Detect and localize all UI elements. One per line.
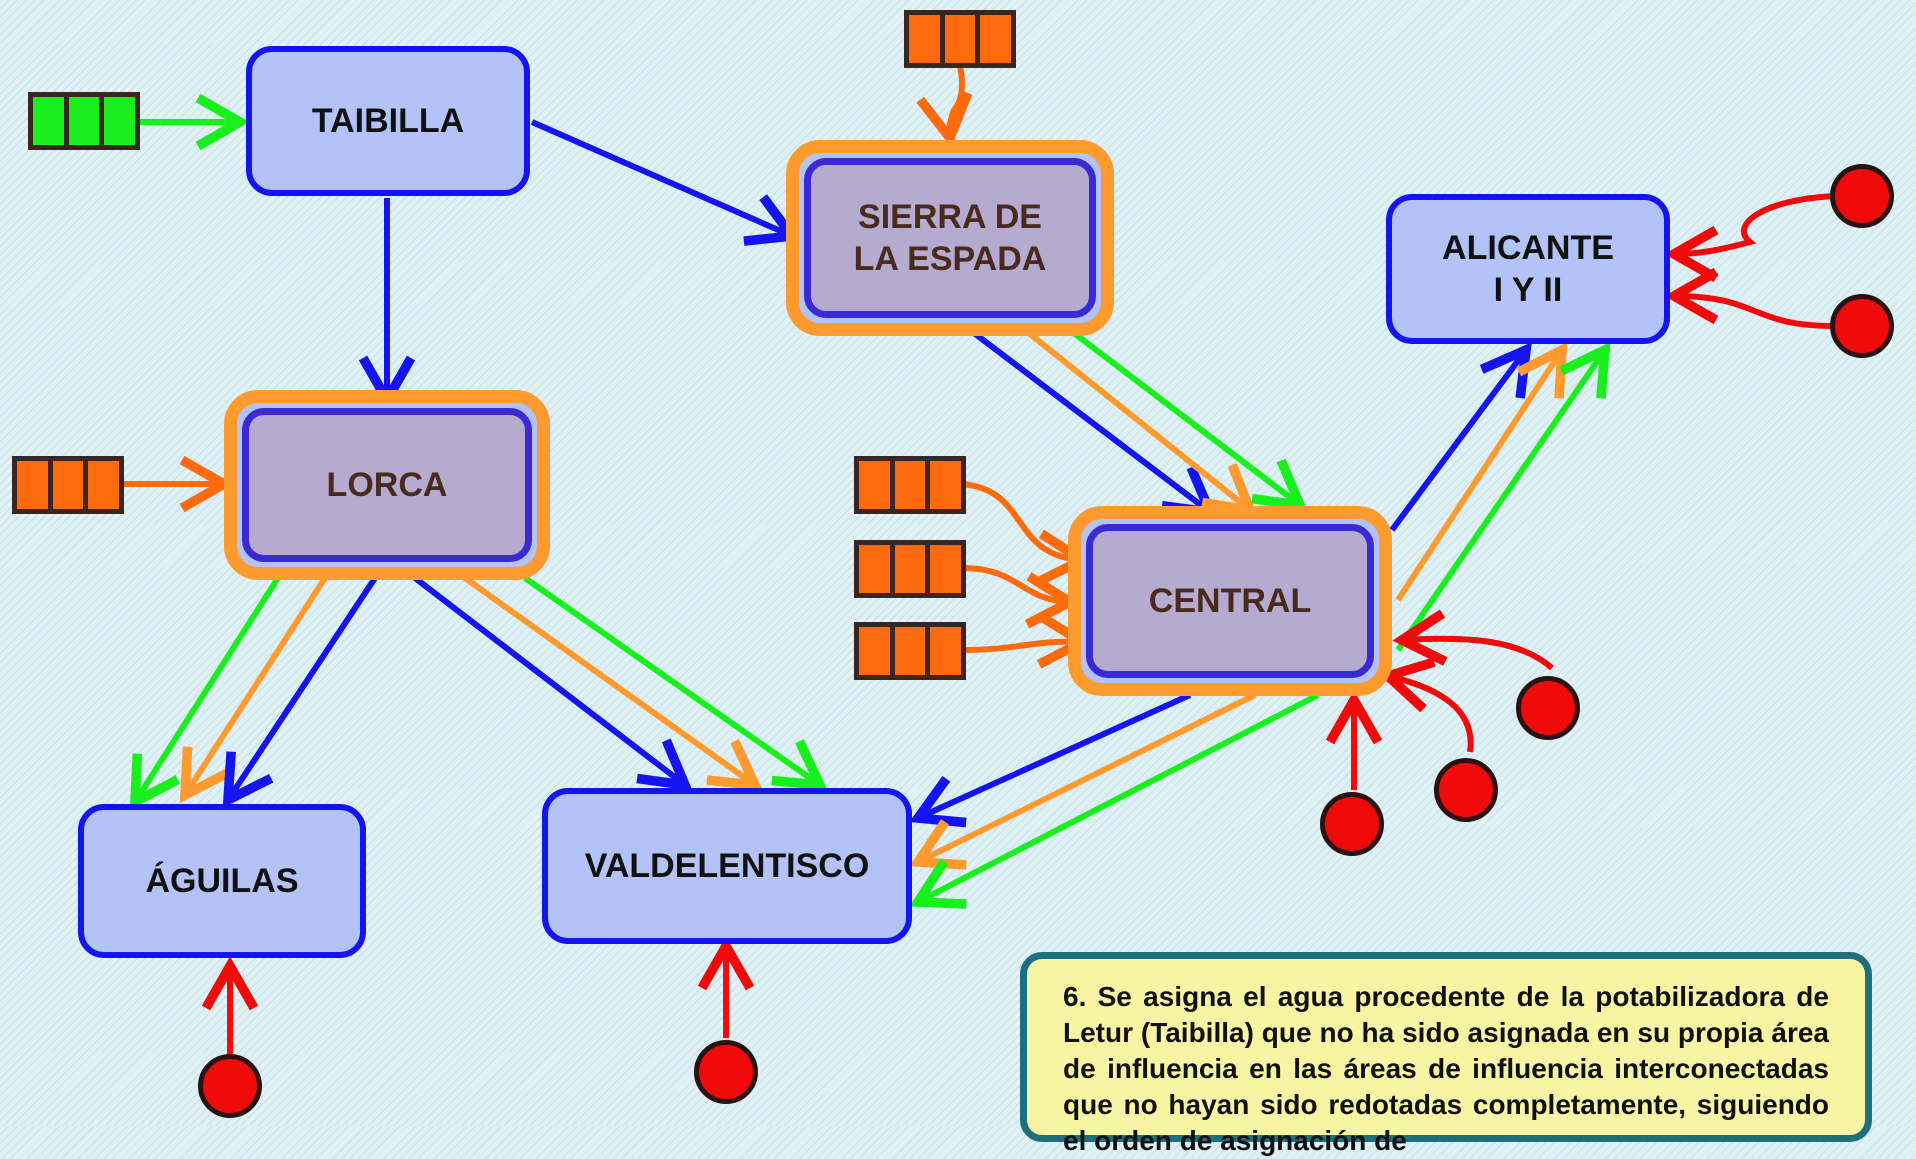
node-sierra-de-la-espada: SIERRA DE LA ESPADA [804, 158, 1096, 318]
node-lorca: LORCA [242, 408, 532, 562]
arrow-central-to-valdelentisco-blue [909, 692, 1192, 828]
well-alicante-1 [1830, 164, 1894, 228]
arrow-orange-source-3-to-central [961, 612, 1092, 669]
node-aguilas-label: ÁGUILAS [145, 861, 299, 900]
arrow-lorca-to-aguilas-blue [222, 576, 378, 809]
arrow-sierra-to-central-blue [968, 327, 1218, 518]
node-lorca-label: LORCA [326, 465, 448, 504]
arrow-sierra-to-central-green [1068, 327, 1308, 511]
node-central: CENTRAL [1086, 524, 1374, 678]
arrow-well-1-to-alicante [1664, 193, 1835, 283]
storage-orange-central-2 [854, 540, 966, 598]
well-valdelentisco [694, 1040, 758, 1104]
arrow-lorca-to-aguilas-orange [179, 576, 328, 804]
explanation-note-text: 6. Se asigna el agua procedente de la po… [1063, 981, 1829, 1156]
node-sierra-label-line1: SIERRA DE [858, 197, 1042, 236]
arrow-lorca-to-valdelentisco-green [523, 575, 828, 791]
arrow-central-to-valdelentisco-green [909, 692, 1320, 909]
node-taibilla: TAIBILLA [246, 46, 530, 196]
well-alicante-2 [1830, 294, 1894, 358]
arrow-well-a-to-central [1392, 609, 1554, 671]
arrow-well-b-to-central [1378, 657, 1474, 753]
node-alicante-label-line2: I Y II [1493, 271, 1563, 309]
storage-orange-central-3 [854, 622, 966, 680]
well-central-b [1434, 758, 1498, 822]
arrow-taibilla-to-sierra [530, 119, 801, 246]
arrow-central-to-alicante-blue [1389, 342, 1532, 532]
arrow-well-2-to-alicante [1664, 267, 1835, 329]
well-central-a [1516, 676, 1580, 740]
storage-green-taibilla [28, 92, 140, 150]
node-taibilla-label: TAIBILLA [311, 101, 465, 140]
arrow-orange-source-2-to-central [961, 565, 1080, 629]
storage-orange-lorca [12, 456, 124, 514]
arrow-orange-source-1-to-central [961, 481, 1092, 586]
arrow-central-to-alicante-orange [1395, 341, 1568, 602]
arrow-central-to-alicante-green [1395, 342, 1611, 652]
node-central-label: CENTRAL [1148, 581, 1312, 620]
arrow-orange-source-to-sierra [916, 65, 973, 148]
node-valdelentisco-label: VALDELENTISCO [584, 846, 870, 885]
node-valdelentisco: VALDELENTISCO [542, 788, 912, 944]
arrow-lorca-to-valdelentisco-orange [463, 575, 763, 791]
explanation-note: 6. Se asigna el agua procedente de la po… [1020, 952, 1872, 1156]
arrow-lorca-to-valdelentisco-blue [413, 575, 693, 791]
node-sierra-label-line2: LA ESPADA [853, 240, 1047, 278]
node-aguilas: ÁGUILAS [78, 804, 366, 958]
storage-orange-sierra [904, 10, 1016, 68]
arrow-lorca-to-aguilas-green [129, 576, 281, 811]
flow-diagram [122, 65, 1835, 1058]
arrow-central-to-valdelentisco-orange [909, 692, 1257, 870]
node-alicante: ALICANTE I Y II [1386, 194, 1670, 344]
node-alicante-label-line1: ALICANTE [1442, 228, 1614, 267]
well-central-c [1320, 792, 1384, 856]
arrow-sierra-to-central-orange [1023, 327, 1258, 517]
well-aguilas [198, 1054, 262, 1118]
storage-orange-central-1 [854, 456, 966, 514]
